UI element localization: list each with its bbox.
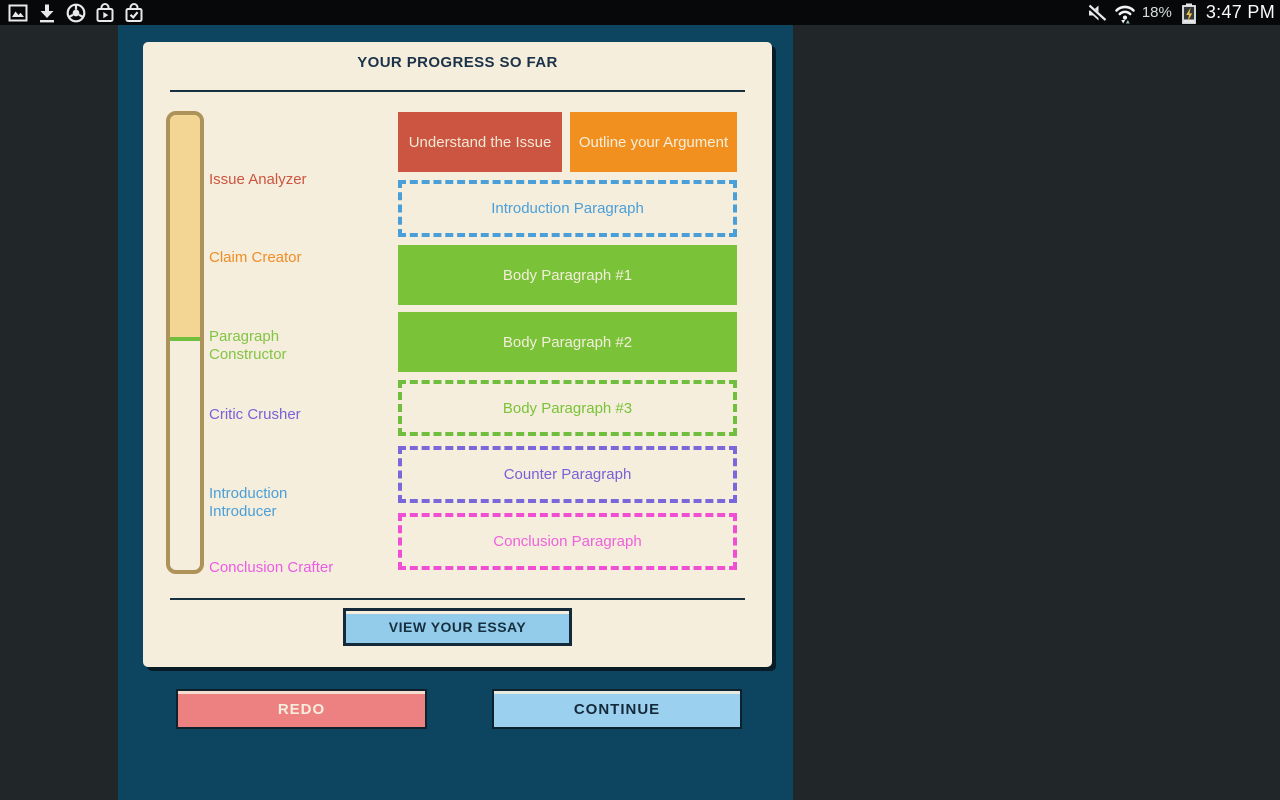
footer-divider xyxy=(170,598,745,600)
continue-button[interactable]: CONTINUE xyxy=(492,689,742,729)
wifi-icon xyxy=(1115,5,1135,23)
stage-label-paragraph-constructor: Paragraph Constructor xyxy=(209,328,287,363)
stage-label-introduction-introducer: Introduction Introducer xyxy=(209,485,288,520)
progress-thermometer xyxy=(166,111,204,574)
android-status-bar[interactable]: 18% 3:47 PM xyxy=(0,0,1280,25)
image-icon xyxy=(8,4,28,21)
stage-label-critic-crusher: Critic Crusher xyxy=(209,406,301,423)
bag-check-icon xyxy=(125,2,143,22)
step-conclusion-paragraph: Conclusion Paragraph xyxy=(398,513,737,570)
progress-card: YOUR PROGRESS SO FAR Issue Analyzer Clai… xyxy=(143,42,772,667)
play-store-icon xyxy=(96,2,114,22)
step-body-paragraph-3: Body Paragraph #3 xyxy=(398,380,737,436)
stage-label-conclusion-crafter: Conclusion Crafter xyxy=(209,559,334,576)
stage-label-claim-creator: Claim Creator xyxy=(209,249,302,266)
step-body-paragraph-2: Body Paragraph #2 xyxy=(398,312,737,372)
chrome-icon xyxy=(66,3,86,22)
progress-marker xyxy=(170,337,200,341)
page-title: YOUR PROGRESS SO FAR xyxy=(357,54,558,71)
notification-icons xyxy=(0,2,145,24)
stage-label-issue-analyzer: Issue Analyzer xyxy=(209,171,307,188)
battery-charging-icon xyxy=(1181,3,1196,24)
app-panel: YOUR PROGRESS SO FAR Issue Analyzer Clai… xyxy=(118,25,793,800)
step-introduction-paragraph: Introduction Paragraph xyxy=(398,180,737,237)
battery-percent: 18% xyxy=(1141,4,1172,21)
progress-fill xyxy=(170,115,200,337)
step-understand-the-issue: Understand the Issue xyxy=(398,112,562,172)
system-status-icons: 18% 3:47 PM xyxy=(1086,2,1280,24)
step-outline-your-argument: Outline your Argument xyxy=(570,112,737,172)
mute-icon xyxy=(1086,3,1107,23)
view-your-essay-button[interactable]: VIEW YOUR ESSAY xyxy=(343,608,572,646)
title-divider xyxy=(170,90,745,92)
clock: 3:47 PM xyxy=(1205,2,1275,22)
download-icon xyxy=(40,4,54,22)
step-counter-paragraph: Counter Paragraph xyxy=(398,446,737,503)
redo-button[interactable]: REDO xyxy=(176,689,427,729)
step-body-paragraph-1: Body Paragraph #1 xyxy=(398,245,737,305)
